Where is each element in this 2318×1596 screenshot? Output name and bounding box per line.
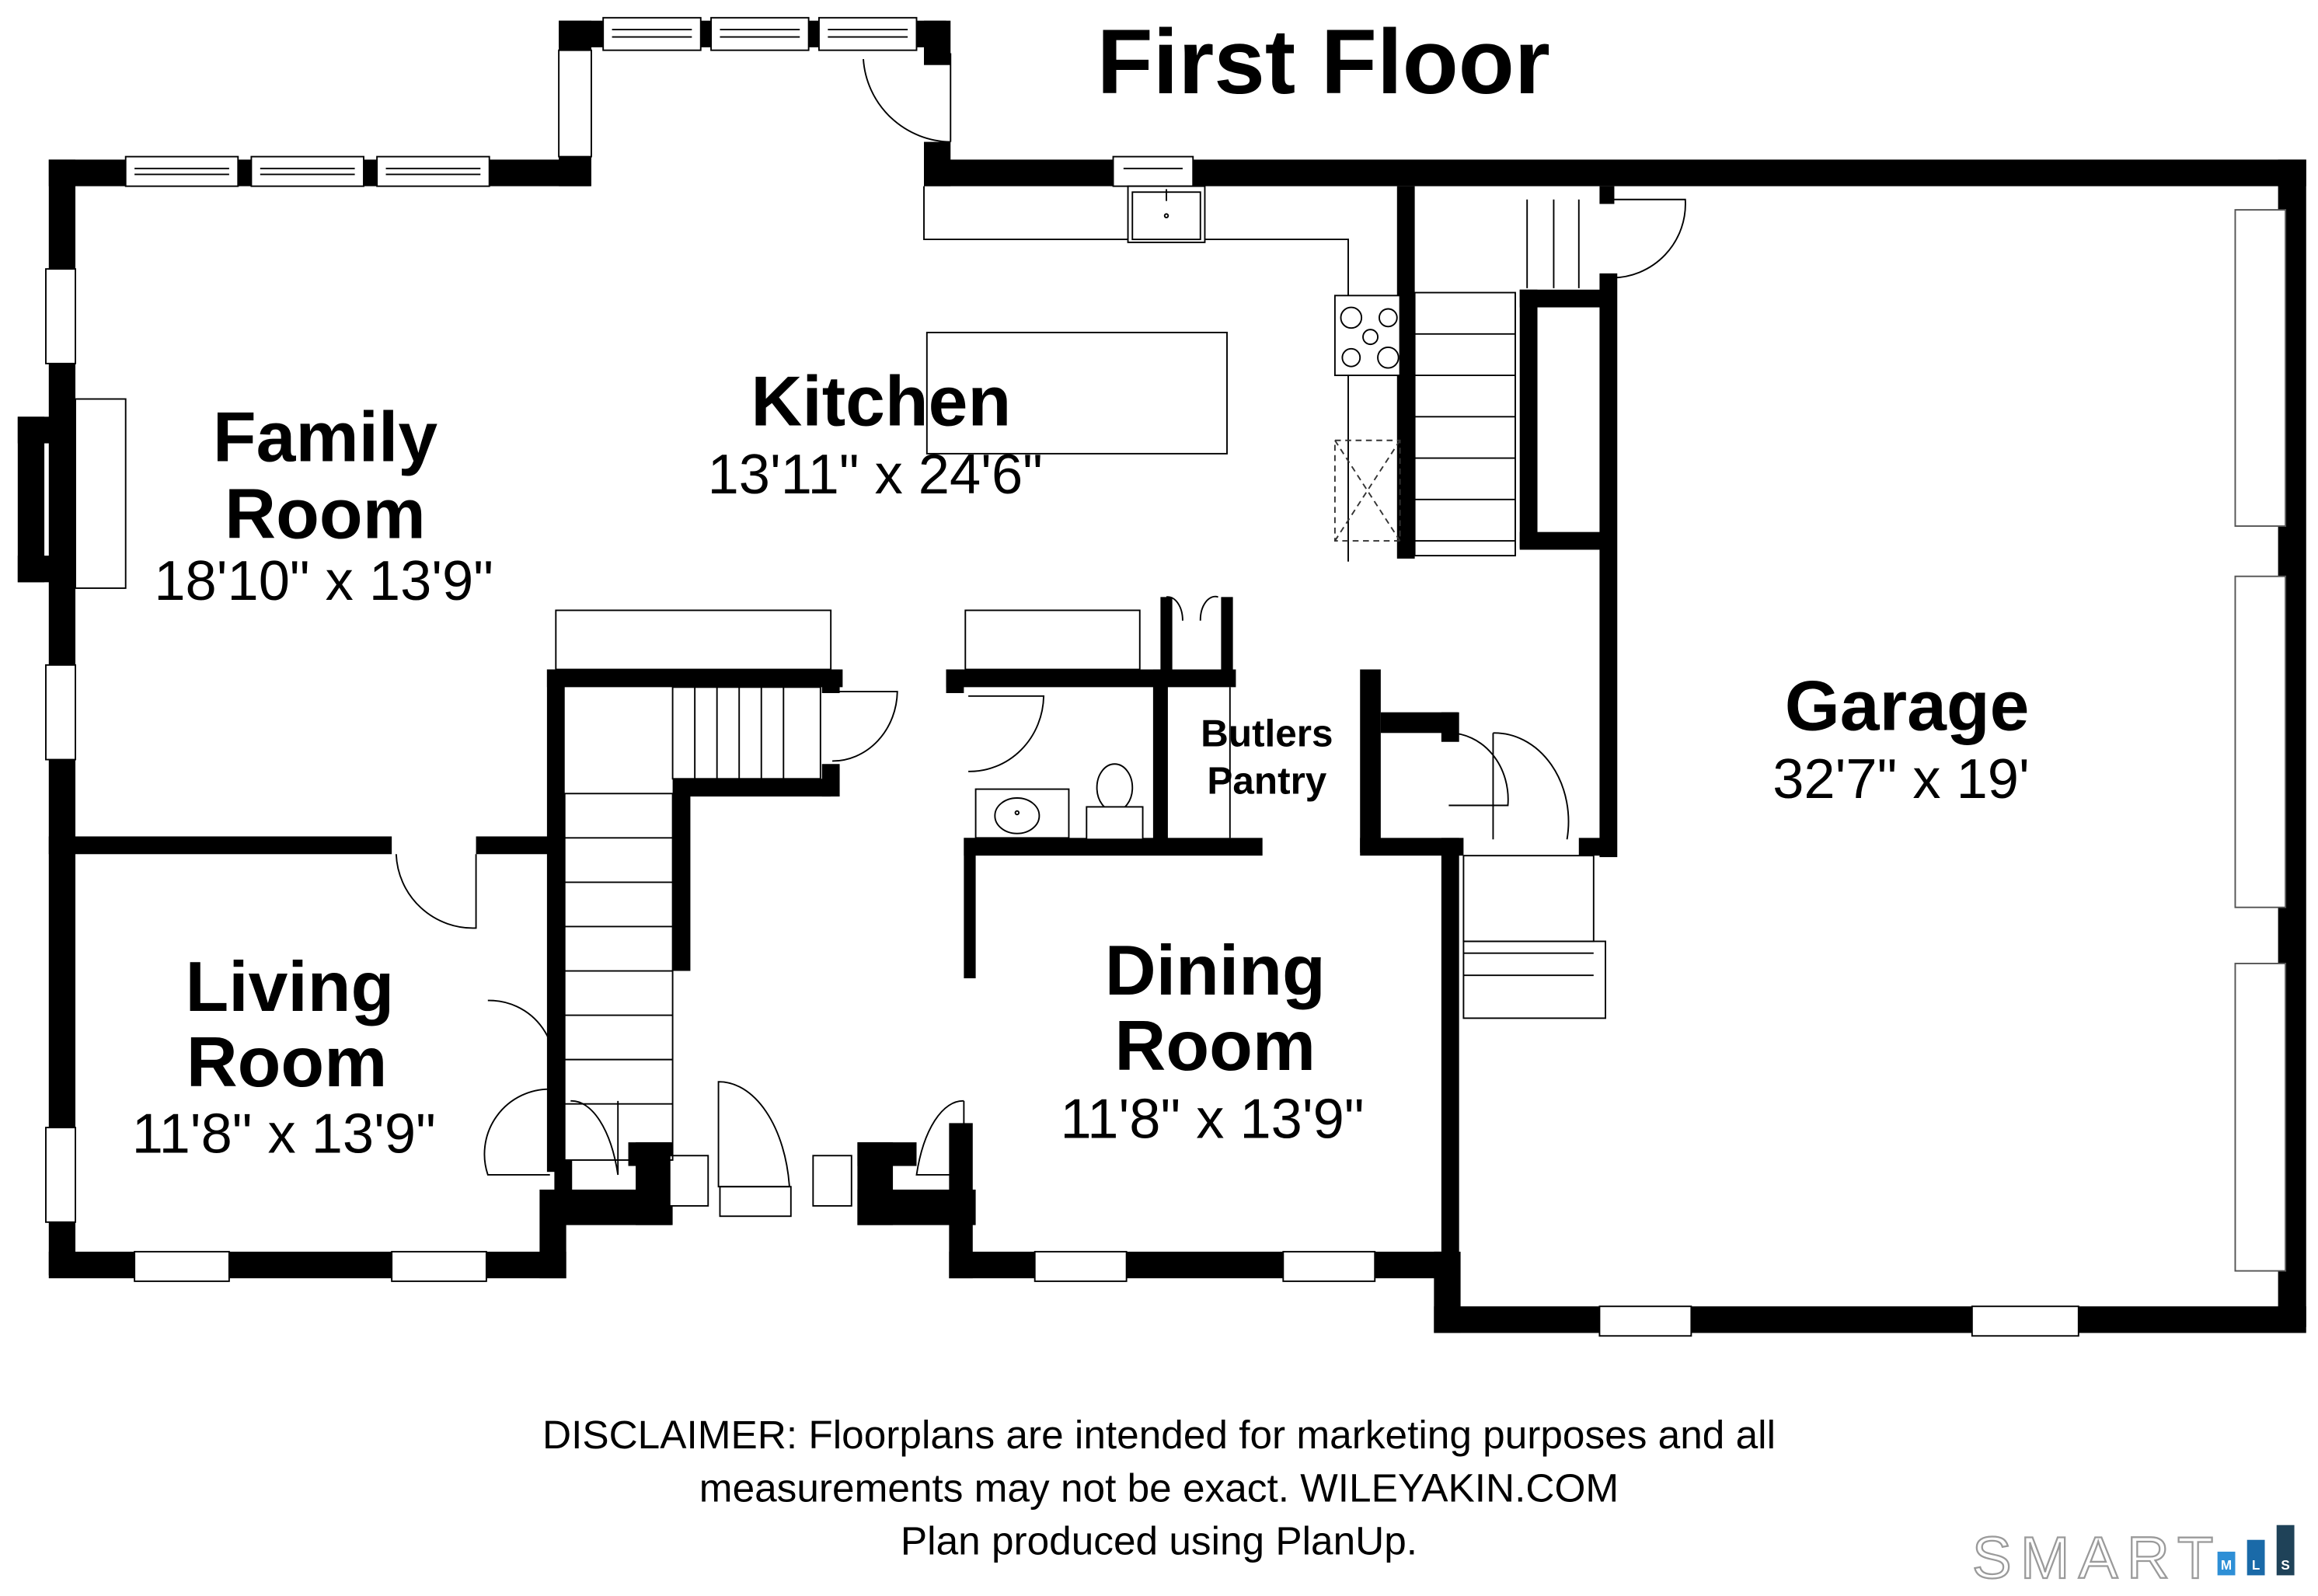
door-swing-icon (863, 53, 952, 143)
logo-text: SMART (1972, 1525, 2222, 1591)
logo-bar-l (2247, 1539, 2265, 1576)
window-icon (1034, 1250, 1128, 1282)
room-name: Living (185, 947, 394, 1026)
window-icon (45, 1127, 76, 1223)
room-dimensions: 11'8" x 13'9" (1060, 1088, 1364, 1150)
door-swing-icon (395, 854, 477, 929)
disclaimer-line: measurements may not be exact. WILEYAKIN… (699, 1465, 1619, 1510)
window-icon (1971, 1305, 2079, 1337)
disclaimer: DISCLAIMER: Floorplans are intended for … (542, 1413, 1776, 1563)
garage-door-icon (2234, 209, 2287, 528)
window-icon (134, 1250, 230, 1282)
window-icon (45, 664, 76, 761)
door-swing-icon (915, 1099, 965, 1176)
door-swing-icon (717, 1081, 790, 1188)
door-swing-icon (1448, 732, 1509, 807)
door-swing-icon (483, 999, 556, 1176)
doors (395, 53, 1686, 1188)
room-name: Room (186, 1023, 388, 1102)
built-in-cabinet (555, 609, 832, 671)
room-name: Kitchen (751, 362, 1011, 441)
svg-text:S: S (2281, 1558, 2289, 1573)
room-name: Garage (1785, 667, 2030, 746)
window-icon (719, 1186, 792, 1218)
window-icon (1112, 155, 1194, 187)
window-icon (45, 268, 76, 364)
door-swing-icon (570, 1099, 619, 1176)
smart-mls-logo: SMART M L S (1971, 1525, 2295, 1592)
svg-text:M: M (2221, 1558, 2232, 1573)
garage-door-icon (2234, 963, 2287, 1272)
garage-door-icon (2234, 575, 2287, 908)
window-icon (391, 1250, 487, 1282)
built-in-cabinet (964, 609, 1141, 671)
logo-bar-s (2276, 1525, 2295, 1576)
window-icon (558, 49, 592, 158)
room-name: Butlers (1201, 712, 1333, 754)
room-name: Family (213, 397, 437, 476)
room-label-butlers-pantry: Butlers Pantry (1201, 712, 1333, 802)
refrigerator-icon (1333, 439, 1401, 542)
window-icon (124, 155, 490, 187)
sink-icon (1127, 185, 1206, 243)
window-icon (1282, 1250, 1376, 1282)
stairs-icon (563, 199, 1606, 1161)
page-title: First Floor (1097, 10, 1550, 113)
walls (17, 20, 2306, 1333)
stove-icon (1333, 294, 1401, 377)
window-icon (812, 1155, 852, 1207)
room-name: Room (225, 474, 426, 553)
door-swing-icon (1611, 198, 1686, 279)
window-icon (668, 1155, 709, 1207)
toilet-icon (1086, 763, 1144, 841)
door-swing-icon (832, 691, 898, 762)
room-name: Pantry (1207, 759, 1326, 802)
kitchen-island-icon (925, 331, 1228, 455)
door-swing-icon (1492, 732, 1570, 840)
room-dimensions: 13'11" x 24'6" (708, 444, 1043, 506)
room-dimensions: 32'7" x 19' (1772, 748, 2030, 810)
room-name: Room (1114, 1006, 1316, 1085)
room-dimensions: 11'8" x 13'9" (132, 1103, 436, 1165)
room-label-family: Family Room 18'10" x 13'9" (154, 397, 493, 612)
room-dimensions: 18'10" x 13'9" (154, 550, 493, 612)
room-label-living: Living Room 11'8" x 13'9" (132, 947, 436, 1166)
windows (45, 16, 2287, 1337)
fixtures (75, 185, 1401, 841)
room-label-dining: Dining Room 11'8" x 13'9" (1060, 931, 1364, 1150)
bath-sink-icon (974, 788, 1070, 839)
window-icon (602, 16, 918, 51)
disclaimer-line: Plan produced using PlanUp. (901, 1519, 1417, 1563)
room-name: Dining (1105, 931, 1326, 1010)
svg-text:L: L (2252, 1558, 2260, 1573)
fireplace-icon (75, 398, 127, 589)
room-label-garage: Garage 32'7" x 19' (1772, 667, 2030, 810)
room-label-kitchen: Kitchen 13'11" x 24'6" (708, 362, 1043, 506)
disclaimer-line: DISCLAIMER: Floorplans are intended for … (542, 1413, 1776, 1457)
logo-bar-m (2217, 1551, 2236, 1576)
window-icon (1598, 1305, 1692, 1337)
door-swing-icon (1166, 595, 1218, 621)
door-swing-icon (968, 695, 1045, 772)
